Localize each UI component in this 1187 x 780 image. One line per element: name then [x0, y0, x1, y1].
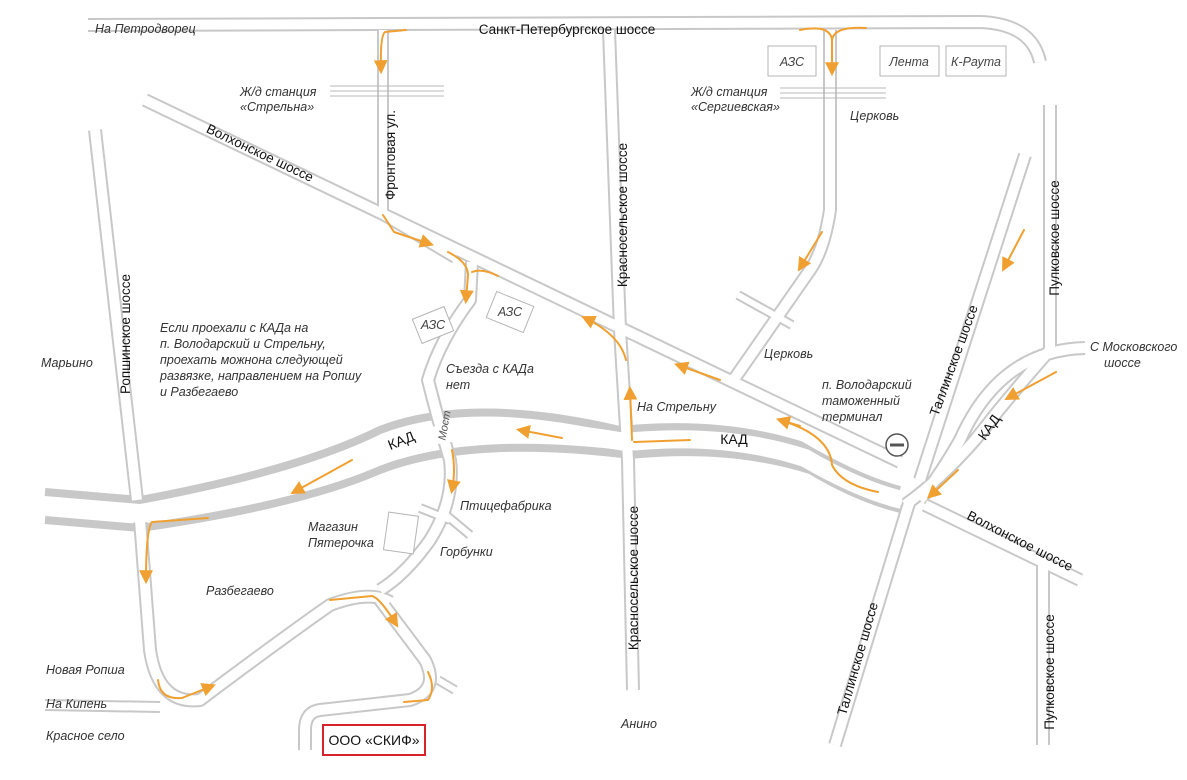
azs-mid-building-2: [485, 290, 535, 334]
railways: [330, 85, 886, 99]
gorbunki-label: Горбунки: [440, 545, 493, 559]
na-strelnu-label: На Стрельну: [637, 400, 717, 414]
no-entry-sign-icon: [885, 433, 909, 457]
station-sergievskaya-line2: «Сергиевская»: [691, 100, 780, 114]
na-petrodvorets-label: На Петродворец: [95, 22, 196, 36]
note-line1: Если проехали с КАДа на: [160, 321, 308, 335]
volkhonskoe-upper-label: Волхонское шоссе: [204, 121, 316, 185]
place-labels: На Петродворец Ж/д станция «Стрельна» Ж/…: [41, 22, 1177, 743]
most-label: Мост: [437, 410, 454, 442]
no-exit-line2: нет: [446, 378, 470, 392]
azs-top-label: АЗС: [779, 55, 805, 69]
volkhonskoe-lower-label: Волхонское шоссе: [965, 508, 1076, 574]
note-line4: развязке, направлением на Ропшу: [159, 369, 362, 383]
k-rauta-building: [945, 45, 1007, 77]
novaya-ropsha-label: Новая Ропша: [46, 663, 125, 677]
kad-median: [44, 421, 905, 524]
volodarsky-line3: терминал: [822, 410, 882, 424]
ptitsefabrika-label: Птицефабрика: [460, 499, 552, 513]
note-line3: проехать можнона следующей: [160, 353, 343, 367]
tallinskoe-upper-label: Таллинское шоссе: [927, 303, 981, 418]
azs-mid-building-1: [411, 305, 455, 345]
company-destination-label: ООО «СКИФ»: [322, 724, 426, 756]
k-rauta-label: К-Раута: [951, 55, 1001, 69]
building-labels: АЗС Лента К-Раута АЗС АЗС: [420, 55, 1001, 332]
krasnoselskoe-upper-label: Красносельское шоссе: [615, 143, 630, 287]
station-strelna-line1: Ж/д станция: [239, 85, 317, 99]
ropshinskoe-label: Ропшинское шоссе: [118, 274, 133, 394]
azs-mid-label-2: АЗС: [497, 305, 523, 319]
lenta-label: Лента: [888, 55, 929, 69]
frontovaya-label: Фронтовая ул.: [383, 110, 398, 200]
anino-label: Анино: [620, 717, 657, 731]
volodarsky-line2: таможенный: [822, 394, 900, 408]
pyaterochka-building: [382, 511, 420, 555]
azs-top-building: [767, 45, 817, 77]
route-arrows: [139, 26, 1057, 703]
from-moscow-line1: С Московского: [1090, 340, 1177, 354]
shop-line1: Магазин: [308, 520, 358, 534]
azs-mid-label-1: АЗС: [420, 318, 446, 332]
krasnoselskoe-lower-label: Красносельское шоссе: [626, 506, 641, 650]
note-line5: и Разбегаево: [160, 385, 238, 399]
marino-label: Марьино: [41, 356, 93, 370]
pulkovskoe-upper-label: Пулковское шоссе: [1047, 180, 1062, 296]
note-line2: п. Володарский и Стрельну,: [160, 337, 326, 351]
spb-highway-label: Санкт-Петербургское шоссе: [479, 22, 656, 37]
no-exit-line1: Съезда с КАДа: [446, 362, 534, 376]
church-mid-label: Церковь: [764, 347, 813, 361]
krasnoe-selo-label: Красное село: [46, 729, 125, 743]
from-moscow-line2: шоссе: [1104, 356, 1141, 370]
kad-center-label: КАД: [720, 431, 748, 447]
shop-line2: Пятерочка: [308, 536, 374, 550]
tallinskoe-lower-label: Таллинское шоссе: [834, 601, 881, 717]
church-top-label: Церковь: [850, 109, 899, 123]
razbegaevo-label: Разбегаево: [206, 584, 274, 598]
buildings: [382, 45, 1007, 555]
volodarsky-line1: п. Володарский: [822, 378, 912, 392]
lenta-building: [879, 45, 940, 77]
station-strelna-line2: «Стрельна»: [240, 100, 314, 114]
pulkovskoe-lower-label: Пулковское шоссе: [1042, 614, 1057, 730]
station-sergievskaya-line1: Ж/д станция: [690, 85, 768, 99]
na-kipen-label: На Кипень: [46, 697, 107, 711]
